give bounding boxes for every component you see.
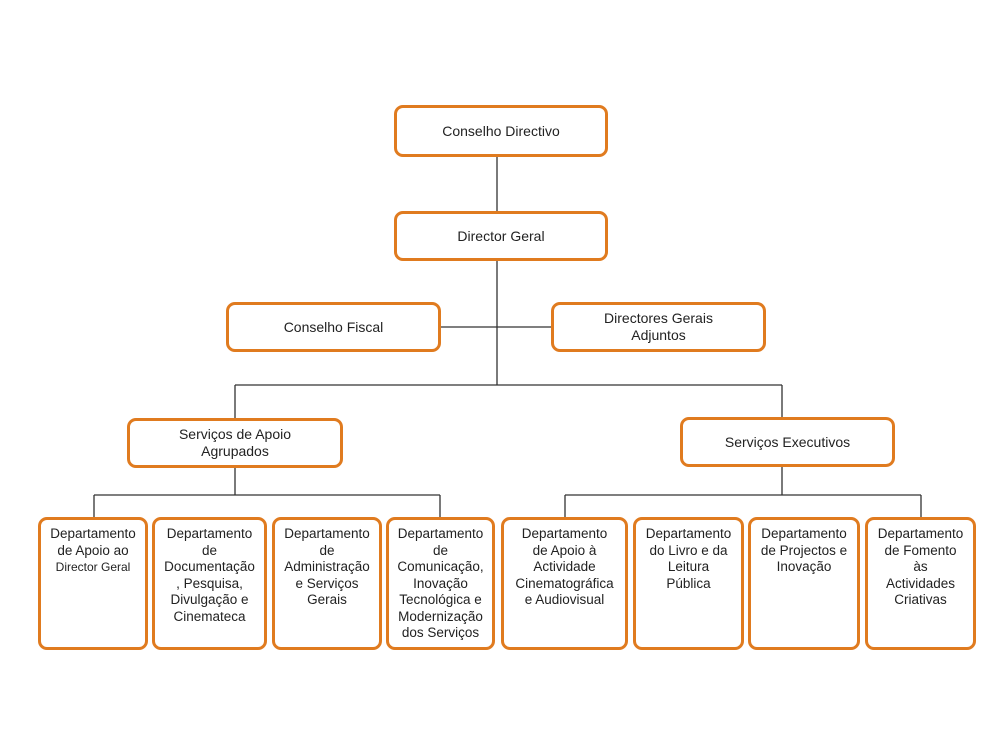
- dept-documentacao: Departamento de Documentação , Pesquisa,…: [152, 517, 267, 650]
- dept-projectos-inovacao: Departamento de Projectos e Inovação: [748, 517, 860, 650]
- node-conselho-directivo: Conselho Directivo: [394, 105, 608, 157]
- dept-livro-leitura: Departamento do Livro e da Leitura Públi…: [633, 517, 744, 650]
- dept-label: Departamento de Comunicação, Inovação Te…: [397, 526, 484, 640]
- node-servicos-apoio-agrupados: Serviços de Apoio Agrupados: [127, 418, 343, 468]
- dept-label: Departamento de Fomento às Actividades C…: [877, 526, 964, 607]
- dept-label: Departamento de Administração e Serviços…: [284, 526, 370, 607]
- dept-fomento-actividades: Departamento de Fomento às Actividades C…: [865, 517, 976, 650]
- dept-label: Departamento de Apoio à Actividade Cinem…: [515, 526, 614, 607]
- dept-label-small: Director Geral: [55, 560, 131, 574]
- node-directores-gerais-adjuntos: Directores Gerais Adjuntos: [551, 302, 766, 352]
- dept-apoio-director-geral: Departamento de Apoio ao Director Geral: [38, 517, 148, 650]
- node-label: Serviços de Apoio Agrupados: [178, 426, 292, 459]
- dept-label: Departamento de Apoio ao: [50, 526, 136, 558]
- node-conselho-fiscal: Conselho Fiscal: [226, 302, 441, 352]
- dept-administracao: Departamento de Administração e Serviços…: [272, 517, 382, 650]
- node-label: Directores Gerais Adjuntos: [604, 310, 713, 343]
- node-director-geral: Director Geral: [394, 211, 608, 261]
- node-servicos-executivos: Serviços Executivos: [680, 417, 895, 467]
- dept-actividade-cinematografica: Departamento de Apoio à Actividade Cinem…: [501, 517, 628, 650]
- dept-label: Departamento de Projectos e Inovação: [760, 526, 848, 574]
- node-label: Serviços Executivos: [724, 433, 851, 450]
- node-label: Conselho Directivo: [442, 122, 560, 139]
- node-label: Conselho Fiscal: [283, 318, 384, 335]
- node-label: Director Geral: [457, 227, 545, 244]
- dept-label: Departamento do Livro e da Leitura Públi…: [645, 526, 732, 591]
- dept-comunicacao: Departamento de Comunicação, Inovação Te…: [386, 517, 495, 650]
- dept-label: Departamento de Documentação , Pesquisa,…: [164, 526, 255, 624]
